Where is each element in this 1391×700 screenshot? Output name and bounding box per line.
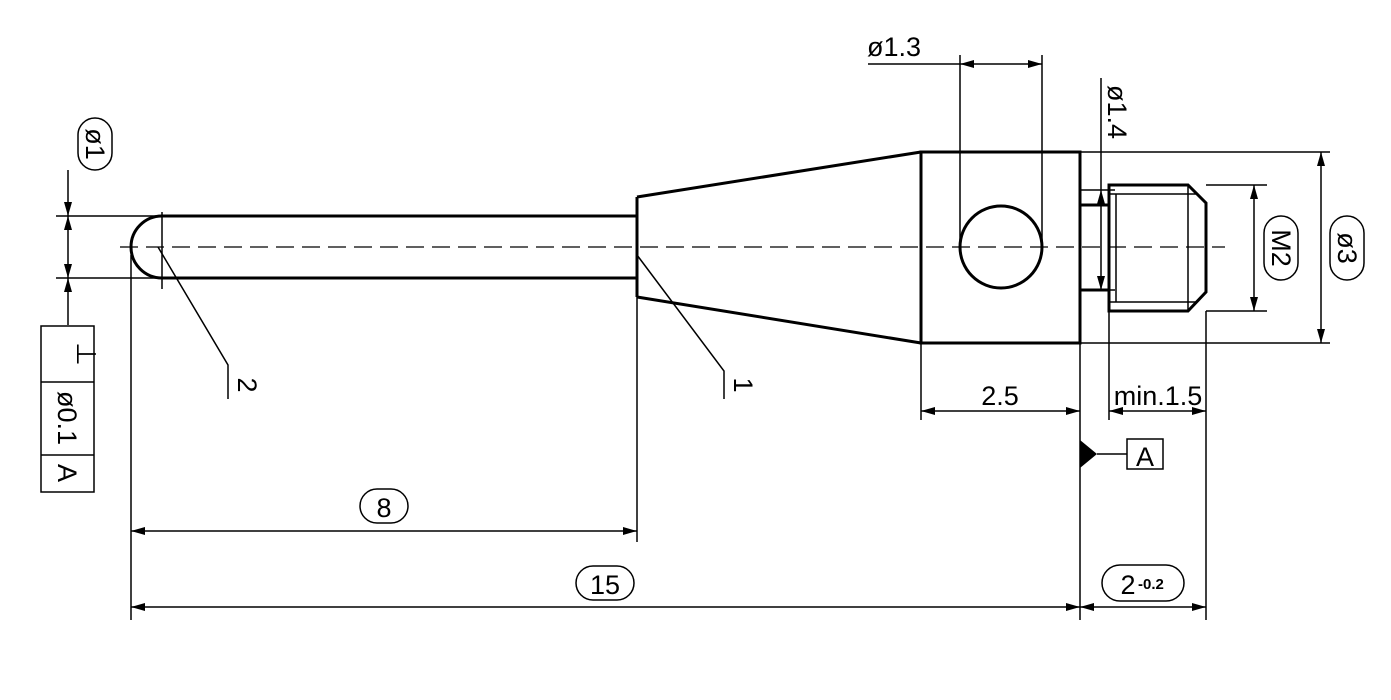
leader-1 bbox=[636, 254, 725, 399]
dim-hole-dia: ø1.3 bbox=[867, 32, 921, 62]
dim-ball-dia: ø1 bbox=[80, 128, 110, 160]
dim-body-dia: ø3 bbox=[1332, 232, 1362, 264]
dim-thread: M2 bbox=[1266, 229, 1296, 267]
tol-datum: A bbox=[52, 464, 82, 482]
taper bbox=[635, 150, 922, 345]
thread bbox=[1107, 183, 1208, 313]
dim-neck-dia: ø1.4 bbox=[1102, 85, 1132, 139]
body bbox=[919, 150, 1082, 345]
dimension-texts: ø1 ø1.3 ø1.4 M2 ø3 2.5 min.1.5 8 15 2 -0… bbox=[80, 32, 1362, 600]
callouts: 1 2 bbox=[232, 377, 758, 392]
dim-thread-len: min.1.5 bbox=[1114, 381, 1203, 411]
dim-neck-tol: -0.2 bbox=[1138, 576, 1164, 593]
tol-value: ø0.1 bbox=[52, 391, 82, 445]
capsule-boxes bbox=[77, 117, 1365, 602]
thread-chamfer bbox=[1109, 185, 1197, 311]
cross-hole bbox=[958, 204, 1044, 290]
tol-symbol: ⊥ bbox=[71, 342, 101, 366]
leader-lines bbox=[157, 246, 725, 399]
datum-label: A bbox=[1136, 442, 1154, 472]
dim-total-len: 15 bbox=[590, 570, 620, 600]
dim-neck-len: 2 bbox=[1120, 570, 1135, 600]
datum-a: A bbox=[1080, 438, 1164, 472]
callout-1: 1 bbox=[728, 377, 758, 392]
tolerance-frame: ⊥ ø0.1 A bbox=[40, 325, 101, 493]
dimension-lines bbox=[64, 60, 1325, 611]
dim-stem-len: 8 bbox=[376, 493, 391, 523]
leader-2 bbox=[157, 246, 229, 399]
part-outline bbox=[120, 150, 1225, 345]
extension-lines bbox=[56, 55, 1330, 620]
dim-body-len: 2.5 bbox=[981, 381, 1019, 411]
callout-2: 2 bbox=[232, 377, 262, 392]
